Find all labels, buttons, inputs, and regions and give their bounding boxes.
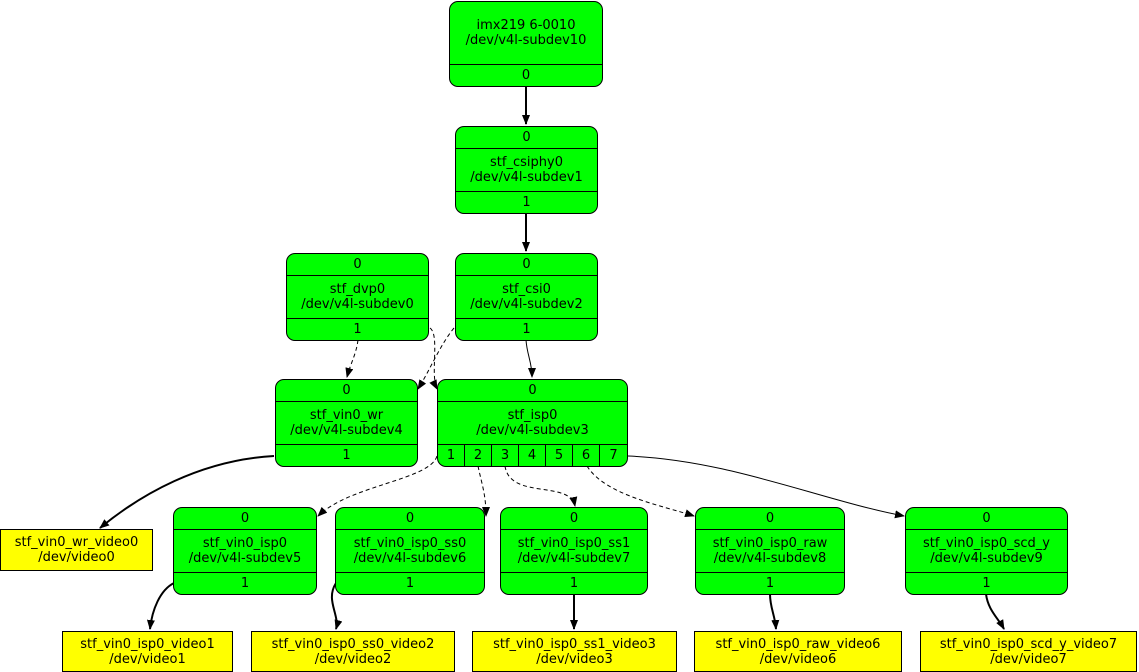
node-imx219[interactable]: imx219 6-0010 /dev/v4l-subdev10 0 [449,1,603,87]
video-dev: /dev/video0 [38,550,115,565]
pad-in: 0 [287,254,428,276]
edge-isp1-isp0 [317,455,438,517]
node-stf-vin0-isp0-ss1[interactable]: 0 stf_vin0_isp0_ss1 /dev/v4l-subdev7 1 [500,507,648,595]
video-name: stf_vin0_wr_video0 [14,535,139,550]
video-node-ss0-video2[interactable]: stf_vin0_isp0_ss0_video2 /dev/video2 [251,631,455,672]
video-node-raw-video6[interactable]: stf_vin0_isp0_raw_video6 /dev/video6 [694,631,902,672]
video-name: stf_vin0_isp0_ss1_video3 [493,636,656,652]
pad-out: 1 [456,318,597,340]
pad-in: 0 [438,380,627,402]
node-ss0-dev: /dev/v4l-subdev6 [353,551,467,566]
video-name: stf_vin0_isp0_raw_video6 [715,636,881,652]
edge-scd-video7 [985,593,1005,630]
node-dvp-dev: /dev/v4l-subdev0 [301,297,414,312]
edge-isp0-video1 [146,582,175,630]
pad-in: 0 [276,380,417,402]
node-stf-csiphy0[interactable]: 0 stf_csiphy0 /dev/v4l-subdev1 1 [455,126,598,214]
pad-in: 0 [336,508,484,530]
node-stf-isp0[interactable]: 0 stf_isp0 /dev/v4l-subdev3 1 2 3 4 5 6 … [437,379,628,467]
video-name: stf_vin0_isp0_video1 [80,636,215,652]
pad-in: 0 [456,254,597,276]
node-csi-name: stf_csi0 [502,282,551,297]
node-stf-vin0-wr[interactable]: 0 stf_vin0_wr /dev/v4l-subdev4 1 [275,379,418,467]
pad-out-3: 3 [492,445,519,466]
video-dev: /dev/video2 [314,651,392,667]
edge-isp7-scd [627,455,905,519]
node-csi-dev: /dev/v4l-subdev2 [470,297,583,312]
pad-out-6: 6 [573,445,600,466]
pad-in: 0 [456,127,597,149]
video-dev: /dev/video6 [759,651,837,667]
node-ss1-name: stf_vin0_isp0_ss1 [517,536,631,551]
pad-out-4: 4 [519,445,546,466]
video-node-ss1-video3[interactable]: stf_vin0_isp0_ss1_video3 /dev/video3 [472,631,677,672]
node-dvp-name: stf_dvp0 [329,282,386,297]
node-raw-name: stf_vin0_isp0_raw [712,536,828,551]
node-scd-name: stf_vin0_isp0_scd_y [922,536,1051,551]
node-stf-vin0-isp0-scd-y[interactable]: 0 stf_vin0_isp0_scd_y /dev/v4l-subdev9 1 [905,507,1068,595]
edge-isp2-ss0 [477,465,490,517]
edge-raw-video6 [769,593,780,630]
pad-out: 1 [276,444,417,466]
node-scd-dev: /dev/v4l-subdev9 [930,551,1043,566]
pad-out: 1 [906,572,1067,594]
pad-out: 1 [501,572,647,594]
pad-out: 1 [287,318,428,340]
node-stf-vin0-isp0[interactable]: 0 stf_vin0_isp0 /dev/v4l-subdev5 1 [173,507,317,595]
video-name: stf_vin0_isp0_ss0_video2 [271,636,435,652]
edge-wr-video0 [99,455,275,529]
edge-csi-wr [417,327,455,390]
pad-out-5: 5 [546,445,573,466]
pad-out-2: 2 [465,445,492,466]
edge-dvp-isp [429,327,438,390]
node-imx219-dev: /dev/v4l-subdev10 [465,33,587,48]
pad-out-7: 7 [609,448,618,463]
node-ss0-name: stf_vin0_isp0_ss0 [353,536,467,551]
node-isp-name: stf_isp0 [507,408,558,423]
pad-out-1: 1 [438,445,465,466]
video-dev: /dev/video7 [990,651,1067,667]
node-isp-dev: /dev/v4l-subdev3 [476,423,589,438]
edge-dvp-wr [345,339,359,378]
node-wr-dev: /dev/v4l-subdev4 [290,423,403,438]
node-csiphy-name: stf_csiphy0 [490,155,563,170]
edge-isp3-ss1 [504,465,578,507]
edge-ss0-video2 [330,582,343,630]
node-isp0-name: stf_vin0_isp0 [202,536,288,551]
node-csiphy-dev: /dev/v4l-subdev1 [470,170,583,185]
isp-output-pads: 1 2 3 4 5 6 7 [438,444,627,466]
video-node-isp0-video1[interactable]: stf_vin0_isp0_video1 /dev/video1 [62,631,233,672]
node-stf-vin0-isp0-ss0[interactable]: 0 stf_vin0_isp0_ss0 /dev/v4l-subdev6 1 [335,507,485,595]
node-imx219-name: imx219 6-0010 [476,18,576,33]
node-stf-vin0-isp0-raw[interactable]: 0 stf_vin0_isp0_raw /dev/v4l-subdev8 1 [695,507,845,595]
pad-in: 0 [174,508,316,530]
pad-in: 0 [501,508,647,530]
node-ss1-dev: /dev/v4l-subdev7 [517,551,631,566]
pad-out: 1 [696,572,844,594]
node-isp0-dev: /dev/v4l-subdev5 [188,551,302,566]
node-stf-csi0[interactable]: 0 stf_csi0 /dev/v4l-subdev2 1 [455,253,598,341]
pad-out: 1 [336,572,484,594]
video-name: stf_vin0_isp0_scd_y_video7 [939,636,1118,652]
edge-isp6-raw [586,465,695,518]
node-wr-name: stf_vin0_wr [309,408,384,423]
pad-in: 0 [906,508,1067,530]
pad-out: 1 [456,191,597,213]
pad-out: 0 [450,64,602,86]
video-node-wr-video0[interactable]: stf_vin0_wr_video0 /dev/video0 [0,529,153,571]
node-stf-dvp0[interactable]: 0 stf_dvp0 /dev/v4l-subdev0 1 [286,253,429,341]
pad-in: 0 [696,508,844,530]
video-dev: /dev/video1 [109,651,186,667]
node-raw-dev: /dev/v4l-subdev8 [713,551,827,566]
video-node-scd-y-video7[interactable]: stf_vin0_isp0_scd_y_video7 /dev/video7 [920,631,1137,672]
video-dev: /dev/video3 [536,651,613,667]
pad-out: 1 [174,572,316,594]
edge-csi-isp [525,339,536,378]
